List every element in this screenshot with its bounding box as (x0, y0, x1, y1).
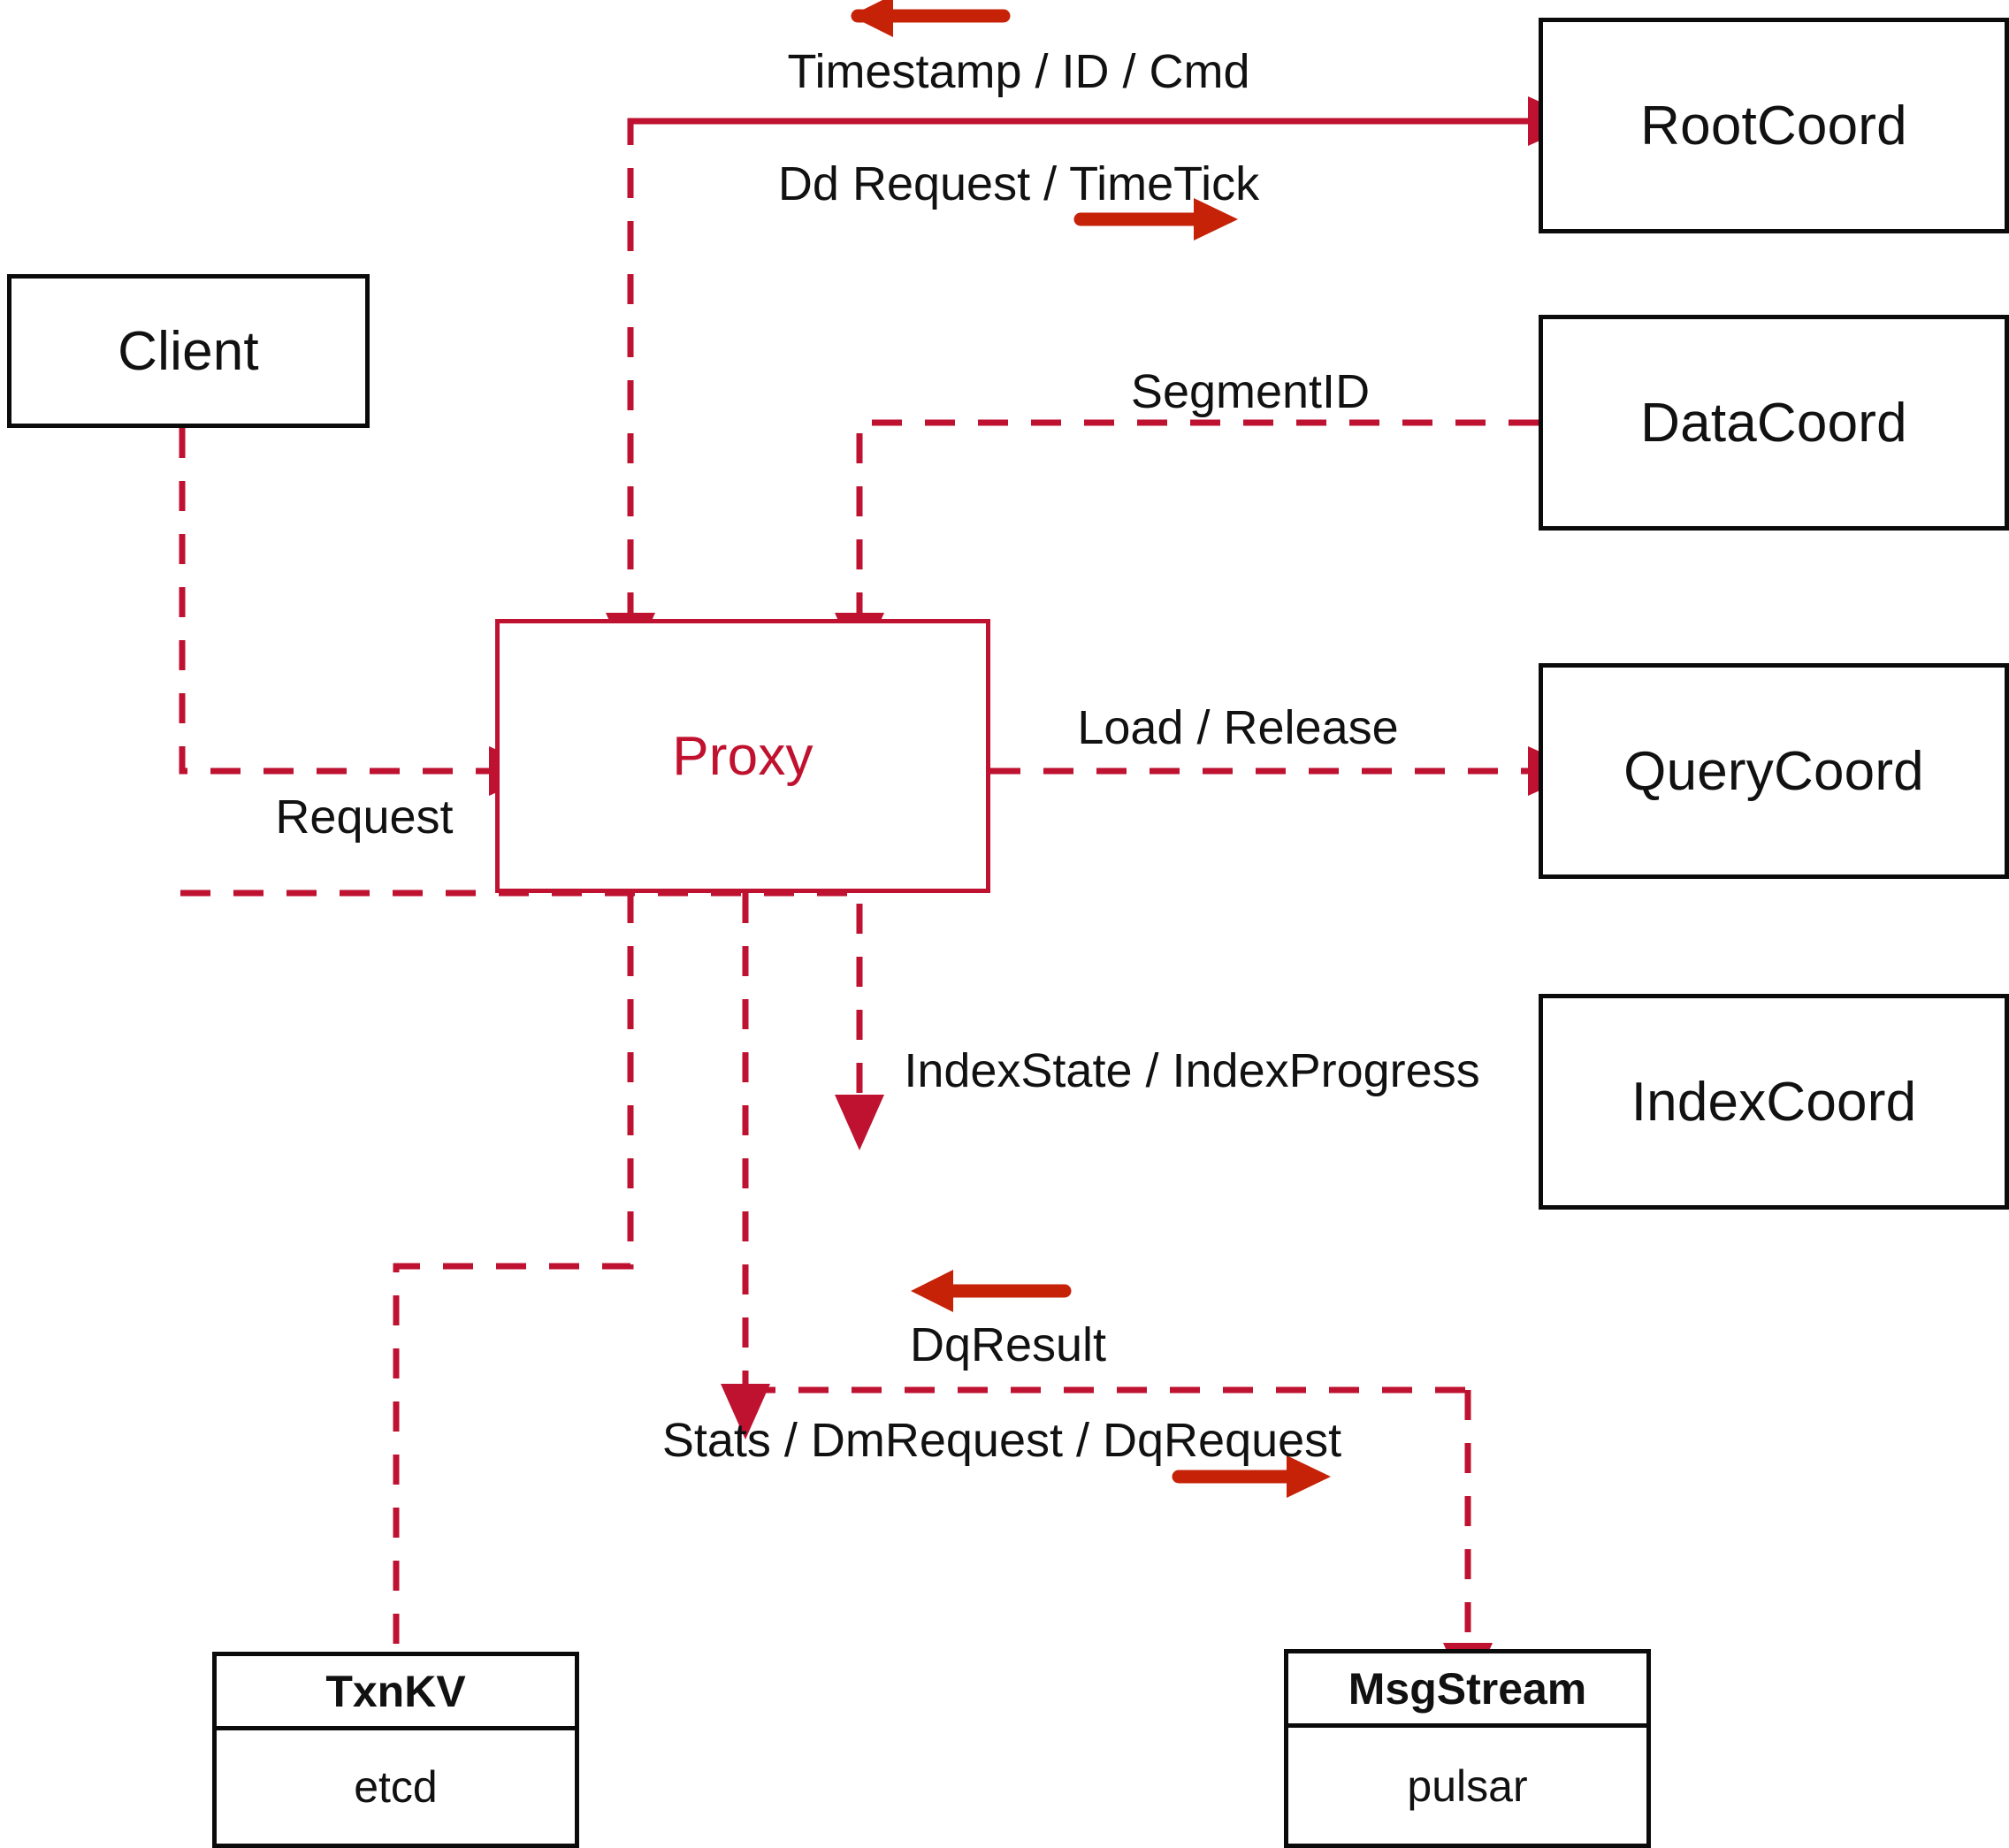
node-datacoord[interactable]: DataCoord (1539, 315, 2009, 531)
direction-arrow-timestamp (851, 0, 1011, 37)
store-msgstream-body: pulsar (1288, 1728, 1646, 1844)
edge-label-load-release: Load / Release (1077, 701, 1399, 754)
store-txnkv-impl: etcd (354, 1762, 438, 1812)
edge-request (179, 428, 545, 796)
node-indexcoord[interactable]: IndexCoord (1539, 994, 2009, 1210)
node-client[interactable]: Client (7, 274, 370, 428)
node-client-label: Client (118, 320, 259, 382)
node-querycoord-label: QueryCoord (1623, 740, 1924, 802)
edge-label-dqresult: DqResult (909, 1318, 1107, 1371)
store-msgstream-title: MsgStream (1348, 1663, 1587, 1714)
edge-indexstate-indexprogress (180, 890, 884, 1150)
edge-segmentid (835, 419, 1539, 668)
store-txnkv-body: etcd (217, 1730, 575, 1844)
direction-arrow-dqresult (911, 1270, 1072, 1312)
store-msgstream-impl: pulsar (1407, 1760, 1528, 1811)
store-txnkv-title: TxnKV (325, 1666, 466, 1716)
node-proxy[interactable]: Proxy (495, 619, 990, 893)
node-indexcoord-label: IndexCoord (1631, 1071, 1917, 1133)
node-proxy-label: Proxy (672, 725, 814, 787)
edge-label-request: Request (275, 790, 454, 844)
edge-proxy-txnkv (393, 893, 634, 1652)
node-querycoord[interactable]: QueryCoord (1539, 663, 2009, 879)
node-rootcoord[interactable]: RootCoord (1539, 18, 2009, 233)
node-rootcoord-label: RootCoord (1640, 95, 1907, 157)
edge-label-timestamp-id-cmd: Timestamp / ID / Cmd (787, 45, 1250, 98)
edge-label-segmentid: SegmentID (1130, 365, 1371, 418)
direction-arrow-ddrequest (1073, 198, 1238, 241)
store-txnkv[interactable]: TxnKV etcd (212, 1652, 579, 1848)
edge-label-stats-dmrequest-dqrequest: Stats / DmRequest / DqRequest (661, 1414, 1342, 1467)
store-msgstream-header: MsgStream (1288, 1653, 1646, 1728)
node-datacoord-label: DataCoord (1640, 392, 1907, 454)
edge-label-indexstate-indexprogress: IndexState / IndexProgress (904, 1044, 1480, 1097)
direction-arrow-dmrequest (1172, 1455, 1331, 1498)
store-txnkv-header: TxnKV (217, 1656, 575, 1730)
edge-label-dd-request-timetick: Dd Request / TimeTick (777, 157, 1260, 210)
store-msgstream[interactable]: MsgStream pulsar (1284, 1649, 1651, 1848)
